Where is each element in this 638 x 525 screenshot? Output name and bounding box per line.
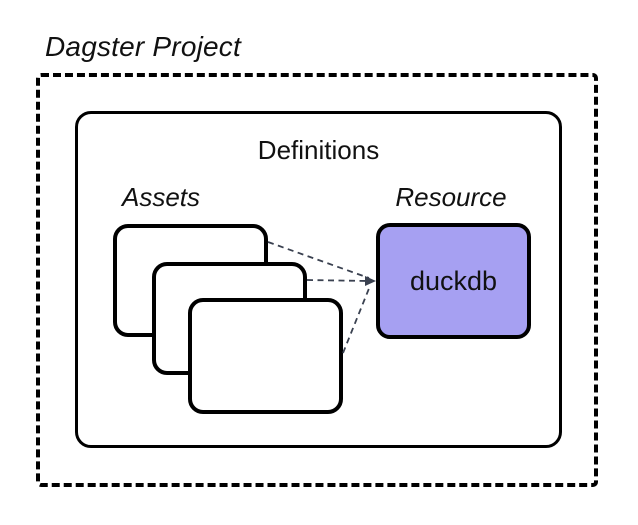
definitions-label: Definitions	[257, 135, 380, 165]
resource-label: Resource	[395, 182, 507, 212]
project-boundary-dashed-box	[36, 73, 598, 487]
resource-node: duckdb	[376, 223, 531, 339]
asset-card-front	[188, 298, 343, 414]
assets-label: Assets	[122, 182, 201, 212]
project-title: Dagster Project	[45, 31, 241, 62]
resource-node-label: duckdb	[409, 265, 498, 296]
definitions-box: Definitions Assets Resource duckdb	[75, 111, 562, 448]
